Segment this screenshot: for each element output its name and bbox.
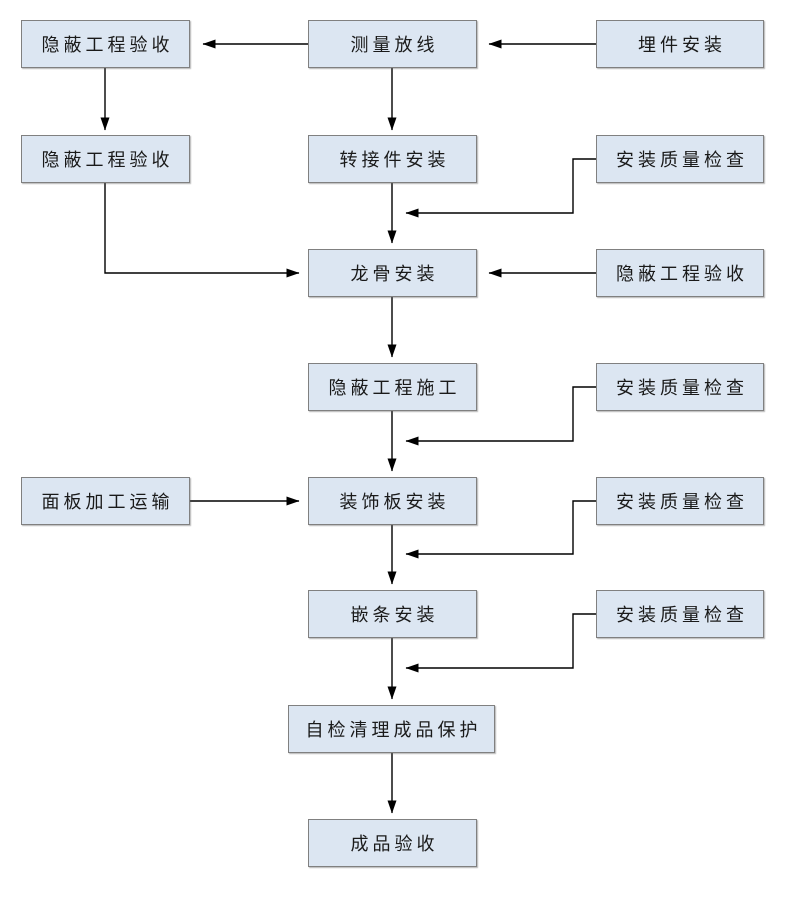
node-self-check-cleanup-protection: 自检清理成品保护 [288, 705, 495, 753]
edge-check2-elbow [405, 386, 596, 446]
edge-check3-elbow [405, 500, 596, 559]
node-keel-install: 龙骨安装 [308, 249, 477, 297]
node-hidden-work-acceptance-2: 隐蔽工程验收 [21, 135, 190, 183]
node-trim-strip-install: 嵌条安装 [308, 590, 477, 638]
node-embed-install: 埋件安装 [596, 20, 764, 68]
node-quality-check-1: 安装质量检查 [596, 135, 764, 183]
node-measure-setout: 测量放线 [308, 20, 477, 68]
node-quality-check-4: 安装质量检查 [596, 590, 764, 638]
node-decorative-panel-install: 装饰板安装 [308, 477, 477, 525]
node-panel-processing-transport: 面板加工运输 [21, 477, 190, 525]
edge-check4-elbow [405, 613, 596, 673]
node-adapter-install: 转接件安装 [308, 135, 477, 183]
node-finished-product-acceptance: 成品验收 [308, 819, 477, 867]
node-quality-check-2: 安装质量检查 [596, 363, 764, 411]
node-hidden-work-acceptance-3: 隐蔽工程验收 [596, 249, 764, 297]
node-hidden-work-construction: 隐蔽工程施工 [308, 363, 477, 411]
edge-check1-elbow [405, 158, 596, 218]
node-hidden-work-acceptance-top: 隐蔽工程验收 [21, 20, 190, 68]
edge-acceptance2-elbow-to-keel [104, 183, 300, 278]
node-quality-check-3: 安装质量检查 [596, 477, 764, 525]
